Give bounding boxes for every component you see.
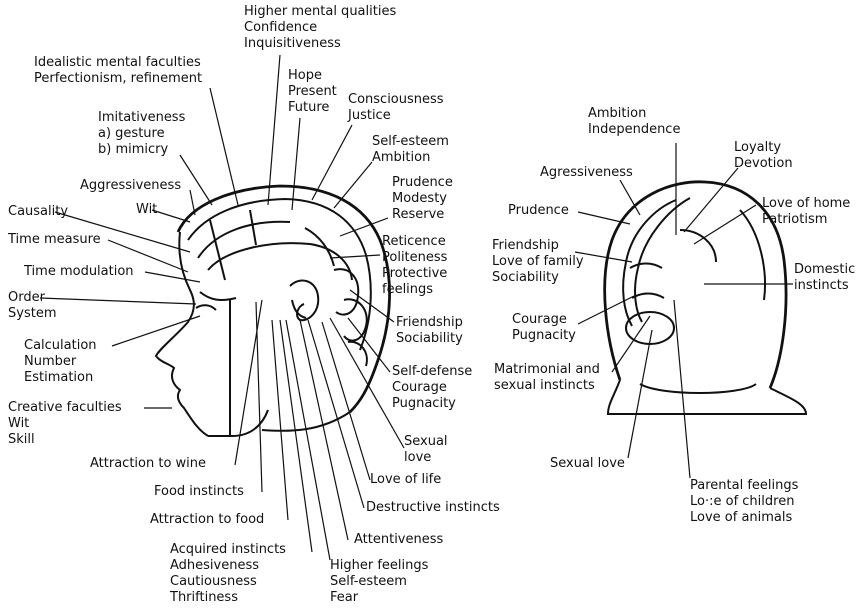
- label-sexual-love-back: Sexual love: [550, 456, 625, 471]
- label-friendship-back: Friendship Love of family Sociability: [492, 238, 584, 285]
- label-imitativeness: Imitativeness a) gesture b) mimicry: [98, 110, 186, 157]
- label-prudence-back: Prudence: [508, 203, 569, 218]
- label-attraction-to-food: Attraction to food: [150, 512, 265, 527]
- label-friendship-side: Friendship Sociability: [396, 315, 463, 346]
- label-domestic-instincts: Domestic instincts: [794, 262, 856, 293]
- label-higher-feelings: Higher feelings Self-esteem Fear: [330, 558, 429, 605]
- label-hope: Hope Present Future: [288, 68, 337, 115]
- label-time-modulation: Time modulation: [24, 264, 134, 279]
- label-loyalty-devotion: Loyalty Devotion: [734, 140, 793, 171]
- label-food-instincts: Food instincts: [154, 484, 244, 499]
- label-self-esteem-ambition: Self-esteem Ambition: [372, 134, 449, 165]
- label-consciousness: Consciousness Justice: [348, 92, 444, 123]
- label-love-of-life: Love of life: [370, 472, 442, 487]
- label-aggressiveness-side: Aggressiveness: [80, 178, 182, 193]
- label-matrimonial: Matrimonial and sexual instincts: [494, 362, 600, 393]
- label-creative-faculties: Creative faculties Wit Skill: [8, 400, 122, 447]
- label-agressiveness-back: Agressiveness: [540, 165, 633, 180]
- label-order-system: Order System: [8, 290, 57, 321]
- label-ambition-independence: Ambition Independence: [588, 106, 681, 137]
- label-sexual-love-side: Sexual love: [404, 434, 448, 465]
- label-calculation: Calculation Number Estimation: [24, 338, 97, 385]
- back-head-outline: [603, 180, 808, 415]
- back-leader-lines: [574, 143, 793, 479]
- label-parental-feelings: Parental feelings Lo·:e of children Love…: [690, 478, 799, 525]
- label-causality: Causality: [8, 204, 69, 219]
- label-higher-mental-qualities: Higher mental qualities Confidence Inqui…: [244, 4, 397, 51]
- side-leader-lines: [39, 54, 405, 561]
- label-idealistic-faculties: Idealistic mental faculties Perfectionis…: [34, 55, 203, 86]
- label-self-defense: Self-defense Courage Pugnacity: [392, 364, 473, 411]
- label-attentiveness: Attentiveness: [354, 532, 444, 547]
- label-wit: Wit: [136, 202, 158, 217]
- label-acquired-instincts: Acquired instincts Adhesiveness Cautious…: [170, 542, 286, 605]
- label-time-measure: Time measure: [8, 232, 101, 247]
- side-head-outline: [154, 184, 391, 437]
- label-attraction-to-wine: Attraction to wine: [90, 456, 207, 471]
- label-reticence: Reticence Politeness Protective feelings: [382, 234, 448, 297]
- label-courage-pugnacity-back: Courage Pugnacity: [512, 312, 576, 343]
- label-love-of-home: Love of home Patriotism: [762, 196, 851, 227]
- label-destructive-instincts: Destructive instincts: [366, 500, 500, 515]
- label-prudence-side: Prudence Modesty Reserve: [392, 175, 453, 222]
